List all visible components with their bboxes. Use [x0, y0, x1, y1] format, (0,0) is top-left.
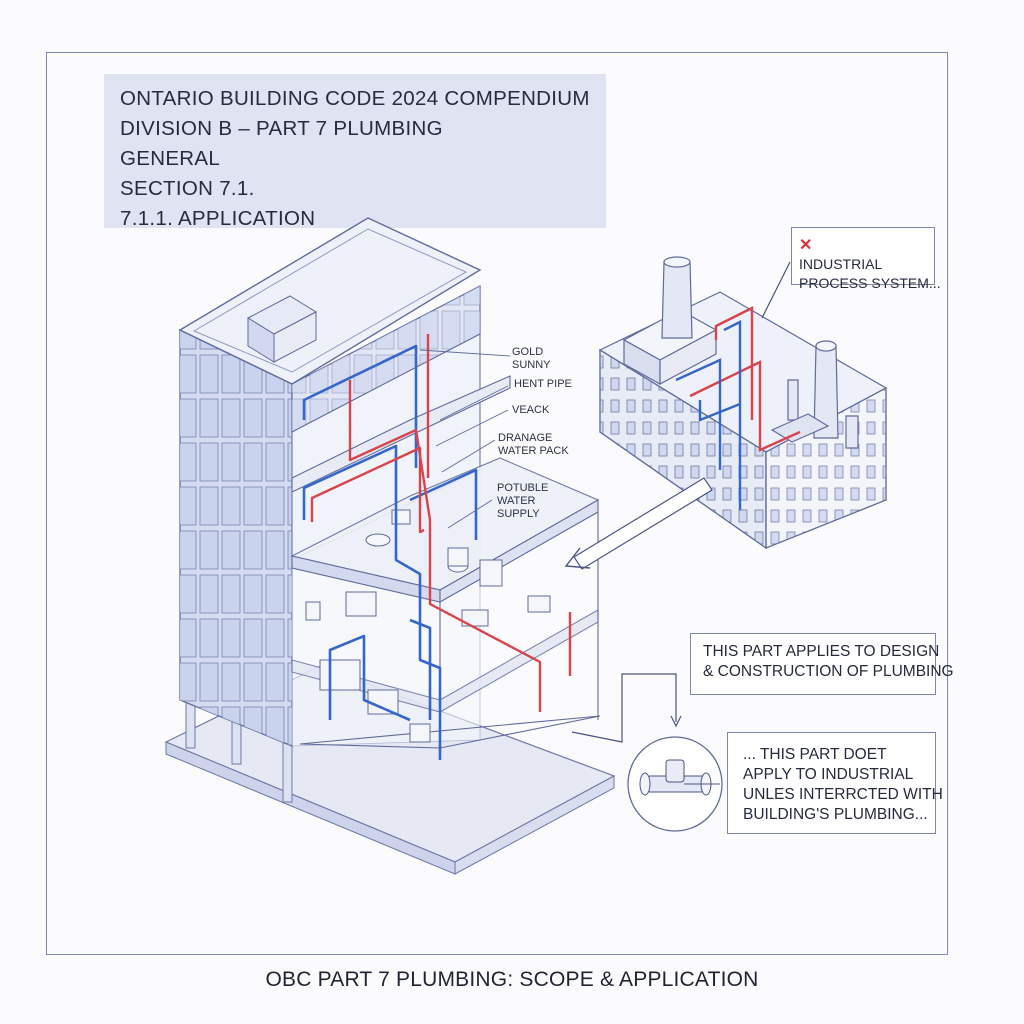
connection-arrows: [564, 261, 791, 743]
diagram-frame: [46, 52, 948, 955]
header-line-application: 7.1.1. APPLICATION: [120, 207, 316, 230]
callout-vent-stack: VEACK: [512, 404, 550, 416]
callout-leaders: [419, 349, 511, 529]
header-line-section: SECTION 7.1.: [120, 177, 255, 200]
pipe-fitting-icon: [627, 736, 723, 832]
tower-roof: [178, 217, 482, 385]
factory-process-pipes: [675, 306, 801, 510]
industrial-process-label: ✕ INDUSTRIAL PROCESS SYSTEM...: [791, 227, 941, 291]
x-mark-icon: ✕: [799, 237, 813, 254]
industrial-label-line1: INDUSTRIAL: [799, 256, 883, 272]
note-industrial-exception: ... THIS PART DOET APPLY TO INDUSTRIAL U…: [727, 732, 943, 834]
floor-slabs: [290, 375, 601, 749]
industrial-label-line2: PROCESS SYSTEM...: [799, 275, 941, 291]
callout-cold-supply: GOLD SUNNY: [512, 346, 551, 371]
plumbing-fixtures: [305, 509, 551, 743]
note-applies-line1: THIS PART APPLIES TO DESIGN: [703, 643, 940, 660]
tower-left-facade: [179, 328, 293, 747]
factory-building: [598, 256, 888, 550]
note-industrial-line1: ... THIS PART DOET: [743, 746, 887, 763]
callout-potable-water: POTUBLE WATER SUPPLY: [497, 482, 549, 520]
note-industrial-line3: UNLES INTERRCTED WITH: [743, 786, 943, 803]
header-line-code-title: ONTARIO BUILDING CODE 2024 COMPENDIUM: [120, 87, 590, 110]
hot-water-pipes: [310, 334, 572, 712]
code-reference-header: ONTARIO BUILDING CODE 2024 COMPENDIUM DI…: [104, 74, 606, 230]
header-line-division: DIVISION B – PART 7 PLUMBING: [120, 117, 443, 140]
callout-drainage: DRANAGE WATER PACK: [498, 432, 569, 457]
figure-caption: OBC PART 7 PLUMBING: SCOPE & APPLICATION: [265, 968, 759, 991]
note-industrial-line2: APPLY TO INDUSTRIAL: [743, 766, 914, 783]
callout-vent-pipe: HENT PIPE: [514, 378, 572, 390]
note-industrial-line4: BUILDING'S PLUMBING...: [743, 806, 928, 823]
cold-water-pipes: [302, 344, 478, 760]
note-part-applies: THIS PART APPLIES TO DESIGN & CONSTRUCTI…: [690, 633, 954, 695]
note-applies-line2: & CONSTRUCTION OF PLUMBING: [703, 663, 954, 680]
header-line-general: GENERAL: [120, 147, 221, 170]
